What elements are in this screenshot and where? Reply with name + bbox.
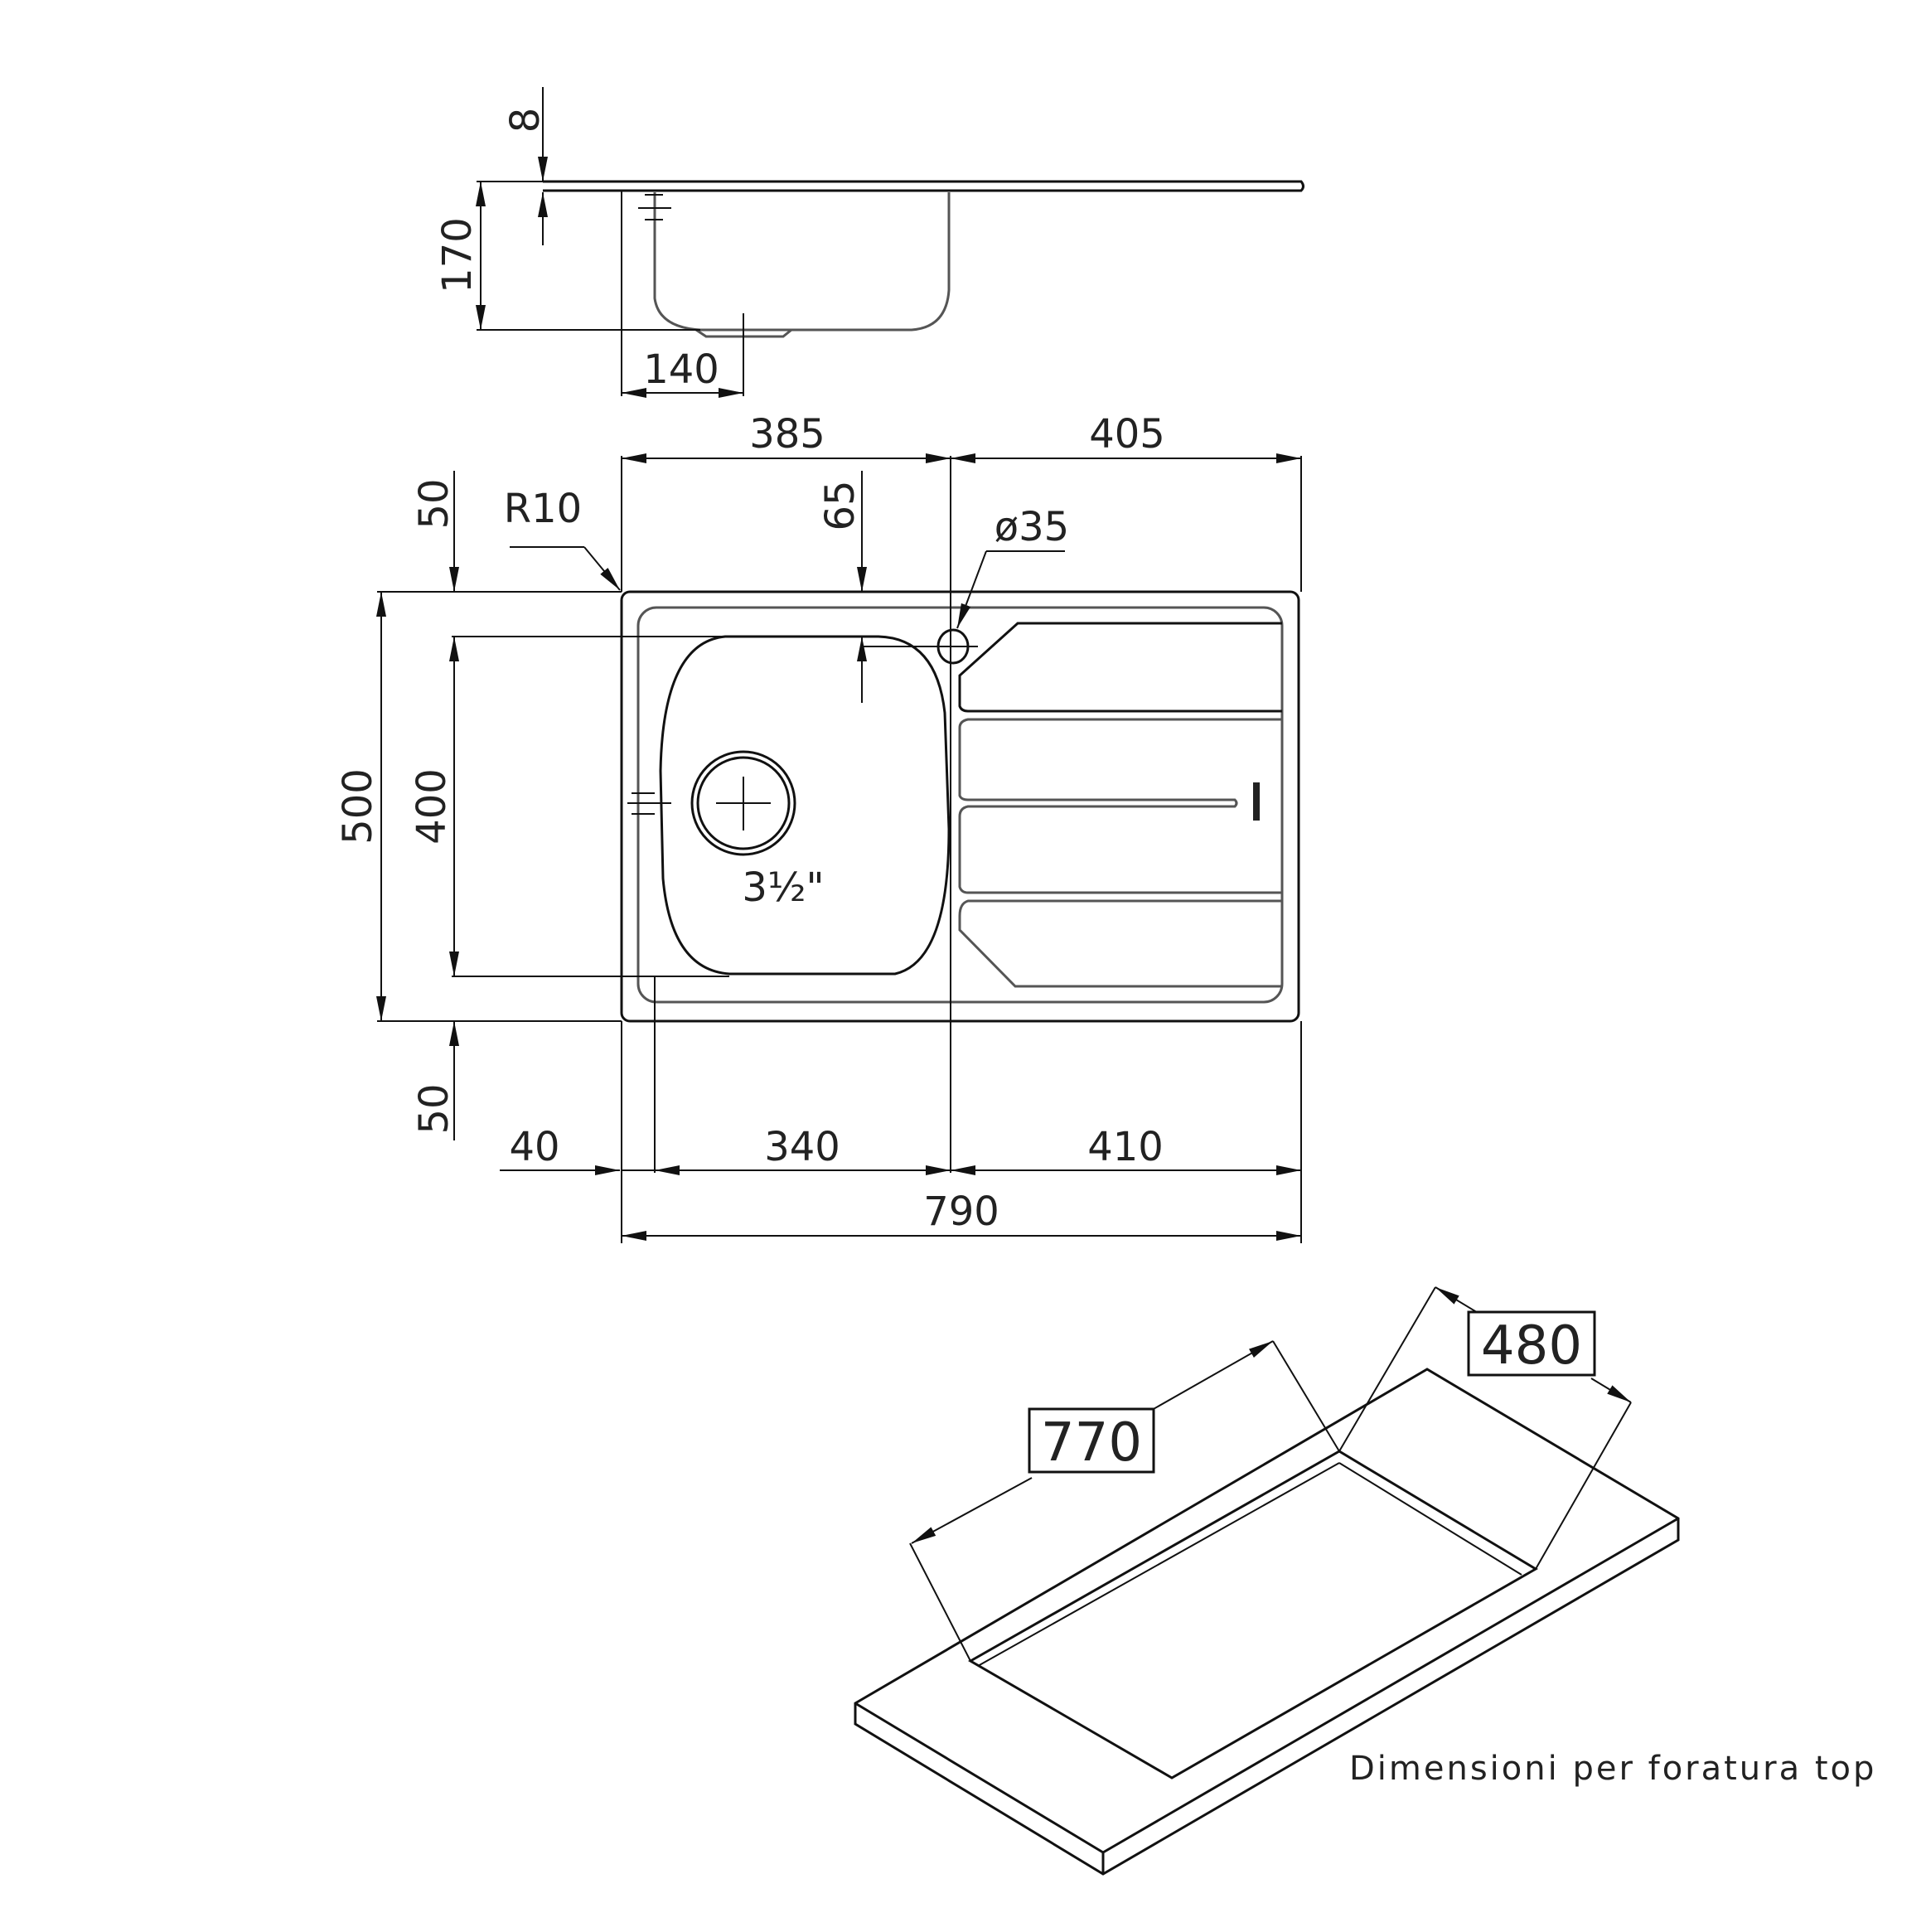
cutout-view: 770 480 Dimensioni per foratura top: [854, 1286, 1876, 1876]
sink-bowl: [659, 635, 951, 976]
side-thickness-label: 8: [502, 108, 549, 133]
bowl-inner-width-label: 340: [764, 1124, 840, 1170]
top-margin-label: 50: [411, 478, 457, 529]
drain-outer-ring: [690, 750, 796, 856]
drainer-inner-width-label: 410: [1087, 1124, 1164, 1170]
overall-width-label: 790: [923, 1189, 999, 1235]
cutout-width-label: 480: [1481, 1315, 1582, 1377]
left-margin-label: 40: [509, 1124, 559, 1170]
plan-view: 3½" 385 405 R10 65 ø35: [335, 411, 1302, 1243]
cutout-length-label: 770: [1041, 1412, 1142, 1474]
bowl-depth-label: 400: [409, 768, 455, 845]
side-drain-tab: [695, 328, 792, 338]
cutout-length-box: [1028, 1407, 1155, 1474]
countertop-cutout: [967, 1450, 1538, 1779]
side-depth-label: 170: [434, 217, 481, 293]
side-drain-offset-label: 140: [643, 346, 719, 393]
tap-hole-label: ø35: [995, 504, 1069, 550]
brand-logo: [1253, 782, 1260, 821]
side-view: 8 170 140: [434, 87, 1304, 398]
cutout-caption: Dimensioni per foratura top: [1349, 1750, 1876, 1788]
sink-outline: [620, 590, 1300, 1023]
overall-depth-label: 500: [335, 768, 381, 845]
side-top-surface: [543, 180, 1304, 192]
countertop-slab: [854, 1368, 1680, 1876]
tap-offset-label: 65: [817, 480, 864, 530]
corner-radius-label: R10: [504, 486, 582, 532]
drainer-width-label: 405: [1089, 411, 1165, 458]
sink-inner-rim: [636, 606, 1284, 1004]
drain-size-label: 3½": [742, 864, 824, 911]
bowl-width-label: 385: [749, 411, 825, 458]
cutout-width-box: [1467, 1310, 1596, 1377]
drainer-area: [958, 622, 1282, 988]
side-bowl-profile: [653, 192, 951, 332]
bottom-margin-label: 50: [411, 1083, 457, 1134]
drain-inner-ring: [696, 756, 791, 850]
